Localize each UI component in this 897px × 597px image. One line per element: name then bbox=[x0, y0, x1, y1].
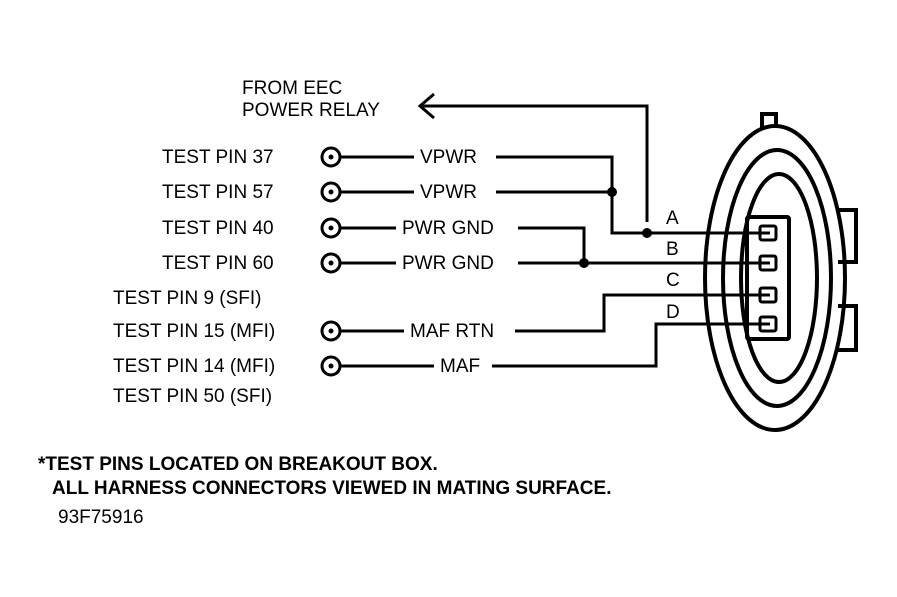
test-pin-label-60: TEST PIN 60 bbox=[162, 253, 274, 274]
test-pin-label-40: TEST PIN 40 bbox=[162, 218, 274, 239]
signal-label-maf-rtn: MAF RTN bbox=[410, 321, 494, 342]
test-pin-label-15-mfi: TEST PIN 15 (MFI) bbox=[113, 321, 275, 342]
test-pin-jack-57 bbox=[320, 181, 342, 203]
test-pin-jack-14 bbox=[320, 355, 342, 377]
test-pin-jack-60 bbox=[320, 252, 342, 274]
test-pin-label-37: TEST PIN 37 bbox=[162, 147, 274, 168]
relay-label-line2: POWER RELAY bbox=[242, 100, 380, 121]
test-pin-label-14-mfi: TEST PIN 14 (MFI) bbox=[113, 356, 275, 377]
signal-label-pwr-gnd-2: PWR GND bbox=[402, 253, 494, 274]
relay-label-line1: FROM EEC bbox=[242, 78, 342, 99]
relay-arrow bbox=[417, 92, 649, 222]
signal-label-maf: MAF bbox=[440, 356, 480, 377]
connector-pin-a-label: A bbox=[666, 208, 679, 229]
signal-label-pwr-gnd-1: PWR GND bbox=[402, 218, 494, 239]
test-pin-label-57: TEST PIN 57 bbox=[162, 182, 274, 203]
figure-id: 93F75916 bbox=[58, 507, 144, 528]
harness-connector bbox=[703, 112, 858, 432]
test-pin-label-9-sfi: TEST PIN 9 (SFI) bbox=[113, 288, 262, 309]
signal-label-vpwr-2: VPWR bbox=[420, 182, 477, 203]
test-pin-jack-37 bbox=[320, 146, 342, 168]
connector-pin-b-label: B bbox=[666, 239, 679, 260]
test-pin-jack-40 bbox=[320, 217, 342, 239]
test-pin-label-50-sfi: TEST PIN 50 (SFI) bbox=[113, 386, 272, 407]
connector-pin-c-label: C bbox=[666, 270, 680, 291]
note-line-1: *TEST PINS LOCATED ON BREAKOUT BOX. bbox=[38, 454, 438, 475]
test-pin-jack-15 bbox=[320, 320, 342, 342]
note-line-2: ALL HARNESS CONNECTORS VIEWED IN MATING … bbox=[52, 478, 611, 499]
signal-label-vpwr-1: VPWR bbox=[420, 147, 477, 168]
left-wire-segments bbox=[340, 155, 434, 368]
right-wire-routing bbox=[492, 155, 770, 368]
connector-pin-d-label: D bbox=[666, 302, 680, 323]
